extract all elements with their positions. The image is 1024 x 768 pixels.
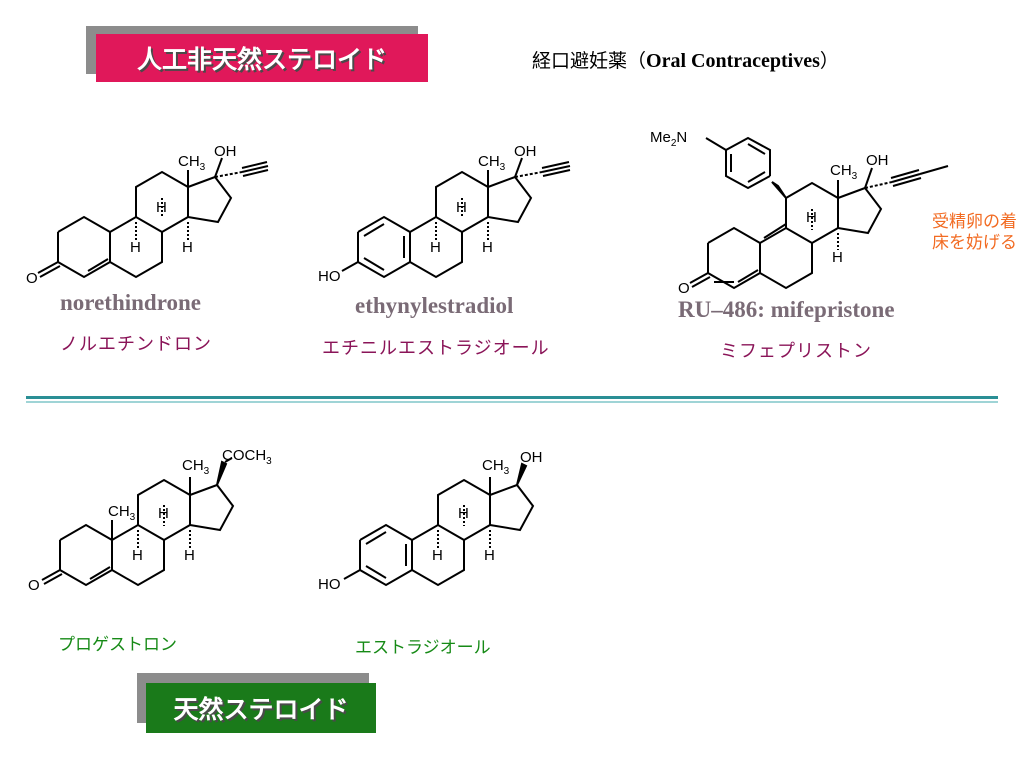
- label-o: O: [26, 270, 38, 287]
- label-h: H: [130, 239, 141, 256]
- progesterone-structure: [41, 457, 235, 587]
- ethynylestradiol-name-en: ethynylestradiol: [355, 293, 514, 318]
- label-h: H: [156, 199, 167, 216]
- label-oh: OH: [214, 143, 237, 160]
- label-o: O: [678, 280, 690, 297]
- label-ch3: CH3: [108, 503, 136, 523]
- ethynylestradiol-structure: [341, 157, 571, 279]
- estradiol-name-ja: エストラジオール: [355, 638, 491, 658]
- mifepristone-structure: [689, 136, 949, 290]
- norethindrone-name-en: norethindrone: [60, 290, 202, 315]
- progesterone-labels: CH3 COCH3 CH3 H H H O: [28, 447, 272, 594]
- oral-title-close: ）: [819, 50, 839, 72]
- label-h: H: [456, 199, 467, 216]
- label-ch3: CH3: [478, 153, 506, 173]
- label-h: H: [484, 547, 495, 564]
- label-coch3: COCH3: [222, 447, 272, 467]
- implantation-note: 受精卵の着床を妨げる: [932, 212, 1017, 253]
- label-ch3: CH3: [482, 457, 510, 477]
- mifepristone-name-ja: ミフェプリストン: [720, 341, 872, 362]
- estradiol-structure: [343, 462, 535, 587]
- mifepristone-labels: CH3 OH H H O Me2N: [650, 129, 889, 297]
- oral-title-en: Oral Contraceptives: [646, 50, 820, 72]
- label-ch3: CH3: [178, 153, 206, 173]
- label-oh: OH: [520, 449, 543, 466]
- label-ho: HO: [318, 576, 341, 593]
- section-divider: [26, 396, 998, 399]
- progesterone-name-ja: プロゲストロン: [58, 635, 177, 655]
- label-me2n: Me2N: [650, 129, 687, 149]
- label-h: H: [458, 505, 469, 522]
- label-ch3: CH3: [830, 162, 858, 182]
- label-ho: HO: [318, 268, 341, 285]
- label-h: H: [432, 547, 443, 564]
- mifepristone-name-en: RU–486: mifepristone: [678, 297, 895, 322]
- estradiol-labels: CH3 OH H H H HO: [318, 449, 543, 593]
- ethynylestradiol-name-ja: エチニルエストラジオール: [322, 338, 550, 359]
- label-oh: OH: [514, 143, 537, 160]
- label-o: O: [28, 577, 40, 594]
- ethynylestradiol-labels: CH3 OH H H H HO: [318, 143, 537, 285]
- norethindrone-labels: CH3 OH H H H O: [26, 143, 237, 287]
- label-h: H: [806, 209, 817, 226]
- label-oh: OH: [866, 152, 889, 169]
- label-h: H: [482, 239, 493, 256]
- section-divider-light: [26, 401, 998, 403]
- label-h: H: [430, 239, 441, 256]
- synthetic-steroid-badge: 人工非天然ステロイド: [96, 34, 428, 82]
- label-h: H: [158, 505, 169, 522]
- label-h: H: [182, 239, 193, 256]
- oral-title-ja: 経口避妊薬（: [532, 50, 647, 72]
- label-h: H: [832, 249, 843, 266]
- oral-contraceptives-title: 経口避妊薬（Oral Contraceptives）: [532, 46, 839, 73]
- label-h: H: [132, 547, 143, 564]
- norethindrone-name-ja: ノルエチンドロン: [60, 334, 212, 355]
- label-h: H: [184, 547, 195, 564]
- natural-steroid-badge: 天然ステロイド: [146, 683, 376, 733]
- label-ch3: CH3: [182, 457, 210, 477]
- norethindrone-structure: [37, 157, 269, 279]
